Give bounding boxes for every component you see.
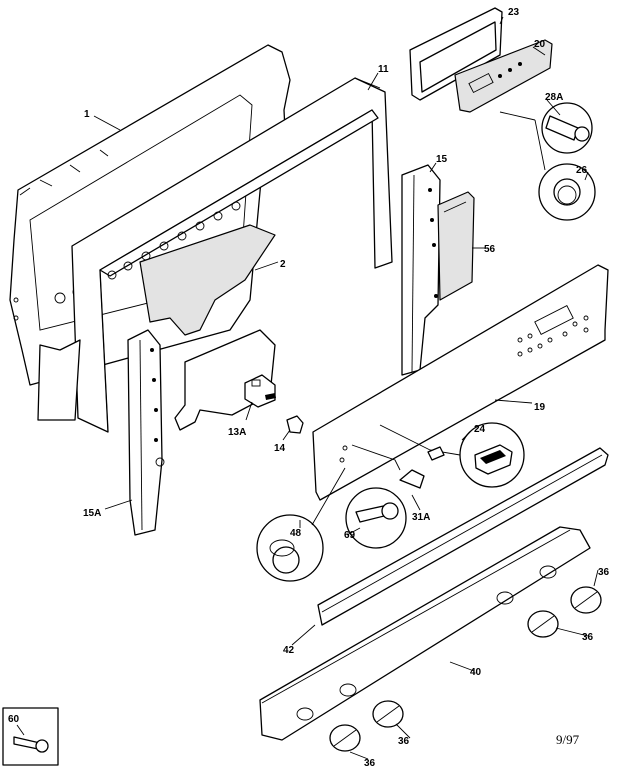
callout-48: 48: [290, 528, 302, 539]
frame-holes: [107, 201, 241, 280]
screw-box-part-60: [2, 707, 59, 766]
plate-part-56: [437, 191, 475, 301]
date-code: 9/97: [556, 732, 580, 747]
leader-28A-26: [499, 111, 546, 171]
callout-36-c: 36: [582, 632, 594, 643]
callout-15: 15: [436, 154, 448, 165]
callout-11: 11: [378, 64, 389, 75]
insert-circle-part-28A: [541, 102, 593, 154]
bracket-part-15: [401, 164, 441, 376]
callout-31A: 31A: [412, 512, 430, 523]
box-part-13A: [174, 329, 276, 431]
trim-part-42: [317, 447, 609, 626]
knob-circle-part-26: [538, 163, 596, 221]
shield-part-2: [139, 224, 276, 336]
callout-26: 26: [576, 165, 588, 176]
callout-24: 24: [474, 424, 486, 435]
knobs-part-36: [329, 586, 602, 752]
callout-56: 56: [484, 244, 496, 255]
callout-69: 69: [344, 530, 356, 541]
callout-20: 20: [534, 39, 546, 50]
control-panel-part-19: [312, 264, 609, 501]
callout-40: 40: [470, 667, 482, 678]
callout-42: 42: [283, 645, 295, 656]
leader-lines: [16, 16, 599, 760]
callout-36-b: 36: [398, 736, 410, 747]
switch-circle-part-24: [459, 422, 525, 488]
callout-14: 14: [274, 443, 286, 454]
frame-part-11: [37, 77, 393, 433]
panel-buttons: [517, 315, 589, 357]
callout-28A: 28A: [545, 92, 563, 103]
callout-15A: 15A: [83, 508, 101, 519]
callout-1: 1: [84, 109, 90, 120]
callout-60: 60: [8, 714, 20, 725]
callout-19: 19: [534, 402, 546, 413]
callout-labels: 1 2 11 13A 14 15 15A 19 20 23 24 26 28A …: [8, 7, 610, 768]
clock-assembly-part-20: [409, 7, 553, 113]
callout-23: 23: [508, 7, 520, 18]
callout-2: 2: [280, 259, 286, 270]
control-face-part-40: [259, 526, 591, 741]
callout-36-d: 36: [598, 567, 610, 578]
harness-part-31A: [351, 424, 461, 489]
bracket-part-15A: [127, 329, 165, 536]
knob-circle-part-48: [256, 514, 324, 582]
callout-13A: 13A: [228, 427, 246, 438]
callout-36-a: 36: [364, 758, 376, 768]
screw-circle-part-69: [345, 487, 407, 549]
leader-48: [311, 467, 346, 526]
